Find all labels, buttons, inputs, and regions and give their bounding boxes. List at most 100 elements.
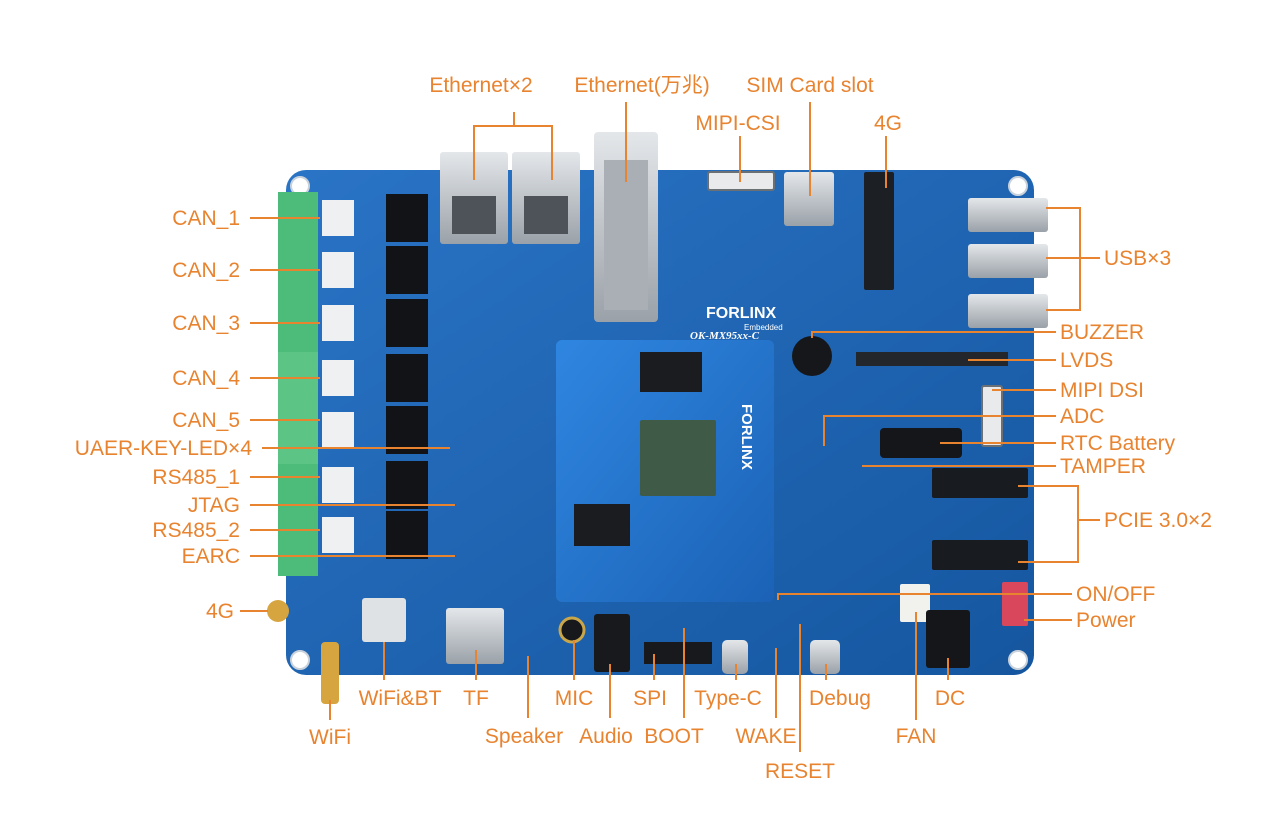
leader-adc xyxy=(823,415,1056,446)
lvds-header xyxy=(856,352,1008,366)
sim-card-slot xyxy=(784,172,834,226)
label-usb-x3: USB×3 xyxy=(1104,247,1171,270)
audio-jack xyxy=(594,614,630,672)
som-brand: FORLINX xyxy=(738,404,755,470)
label-spi: SPI xyxy=(633,687,667,710)
isolation-module xyxy=(386,246,428,294)
label-can-3: CAN_3 xyxy=(172,312,240,335)
label-tf: TF xyxy=(463,687,489,710)
label-can-1: CAN_1 xyxy=(172,207,240,230)
usb-port xyxy=(968,294,1048,328)
label-debug: Debug xyxy=(809,687,871,710)
label-rs485-1: RS485_1 xyxy=(152,466,240,489)
m2-4g-slot xyxy=(864,172,894,290)
isolation-module xyxy=(386,406,428,454)
som-memory-chip xyxy=(574,504,630,546)
module-connector xyxy=(322,412,354,448)
mounting-hole xyxy=(1008,176,1028,196)
terminal-blocks xyxy=(278,192,318,576)
module-connector xyxy=(322,200,354,236)
leader-buzzer xyxy=(811,331,1056,338)
module-connector xyxy=(322,305,354,341)
wifi-antenna-connector xyxy=(321,642,339,704)
leader-on-off xyxy=(777,593,1072,600)
tf-card-slot xyxy=(446,608,504,664)
label-wifi-bt: WiFi&BT xyxy=(359,687,442,710)
pcie-slot-1 xyxy=(932,468,1028,498)
label-can-2: CAN_2 xyxy=(172,259,240,282)
isolation-modules xyxy=(322,194,428,559)
rj45-opening xyxy=(524,196,568,234)
som-memory-chip xyxy=(640,352,702,392)
label-jtag: JTAG xyxy=(188,494,240,517)
isolation-module xyxy=(386,299,428,347)
label-fan: FAN xyxy=(896,725,937,748)
label-rs485-2: RS485_2 xyxy=(152,519,240,542)
label-4g-left: 4G xyxy=(206,600,234,623)
sfp-cage xyxy=(594,132,658,322)
mounting-hole xyxy=(1008,650,1028,670)
label-on-off: ON/OFF xyxy=(1076,583,1155,606)
label-rtc-battery: RTC Battery xyxy=(1060,432,1176,455)
label-4g-top: 4G xyxy=(874,112,902,135)
module-connector xyxy=(322,517,354,553)
mounting-hole xyxy=(290,650,310,670)
label-can-5: CAN_5 xyxy=(172,409,240,432)
usb-port xyxy=(968,198,1048,232)
label-type-c: Type-C xyxy=(694,687,762,710)
label-wifi: WiFi xyxy=(309,726,351,749)
label-lvds: LVDS xyxy=(1060,349,1113,372)
som-processor xyxy=(640,420,716,496)
dc-jack xyxy=(926,610,970,668)
label-dc: DC xyxy=(935,687,965,710)
label-audio: Audio xyxy=(579,725,633,748)
rtc-battery-holder xyxy=(880,428,962,458)
label-adc: ADC xyxy=(1060,405,1104,428)
label-tamper: TAMPER xyxy=(1060,455,1146,478)
usb-port xyxy=(968,244,1048,278)
label-user-key-led: UAER-KEY-LED×4 xyxy=(75,437,253,460)
isolation-module xyxy=(386,511,428,559)
usb-ports xyxy=(968,198,1048,328)
debug-port xyxy=(810,640,840,674)
ethernet-ports xyxy=(440,152,580,244)
terminal-block-can-4-5 xyxy=(278,352,318,464)
label-buzzer: BUZZER xyxy=(1060,321,1144,344)
spi-header xyxy=(644,642,712,664)
callout-leaders xyxy=(240,102,1100,752)
label-power: Power xyxy=(1076,609,1136,632)
module-connector xyxy=(322,467,354,503)
board-model: OK-MX95xx-C xyxy=(690,330,760,342)
sfp-cage-inner xyxy=(604,160,648,310)
label-ethernet-x2: Ethernet×2 xyxy=(429,74,532,97)
board-brand: FORLINX xyxy=(706,305,777,322)
board-brand-sub: Embedded xyxy=(744,323,783,332)
rj45-opening xyxy=(452,196,496,234)
isolation-module xyxy=(386,354,428,402)
label-mipi-dsi: MIPI DSI xyxy=(1060,379,1144,402)
module-connector xyxy=(322,360,354,396)
module-connector xyxy=(322,252,354,288)
isolation-module xyxy=(386,461,428,509)
terminal-block-rs485 xyxy=(278,464,318,576)
isolation-module xyxy=(386,194,428,242)
label-mipi-csi: MIPI-CSI xyxy=(695,112,780,135)
label-ethernet-10g: Ethernet(万兆) xyxy=(574,74,709,97)
label-speaker: Speaker xyxy=(485,725,563,748)
sma-connector xyxy=(267,600,289,622)
label-wake: WAKE xyxy=(735,725,796,748)
callout-labels: Ethernet×2 Ethernet(万兆) SIM Card slot MI… xyxy=(75,74,1212,783)
label-earc: EARC xyxy=(182,545,240,568)
buzzer xyxy=(792,336,832,376)
label-can-4: CAN_4 xyxy=(172,367,240,390)
label-reset: RESET xyxy=(765,760,835,783)
label-sim-card-slot: SIM Card slot xyxy=(746,74,873,97)
pcie-slot-2 xyxy=(932,540,1028,570)
label-pcie: PCIE 3.0×2 xyxy=(1104,509,1212,532)
leader-pcie xyxy=(1018,485,1079,563)
label-mic: MIC xyxy=(555,687,594,710)
wifi-bt-module xyxy=(362,598,406,642)
label-boot: BOOT xyxy=(644,725,704,748)
terminal-block-can-1-3 xyxy=(278,192,318,352)
